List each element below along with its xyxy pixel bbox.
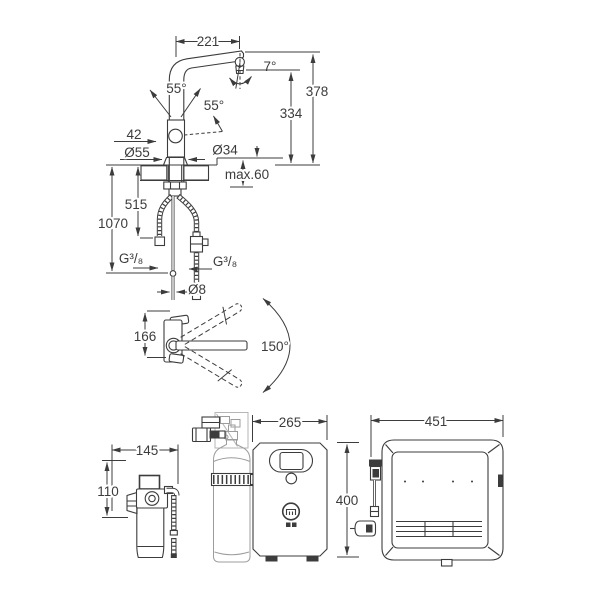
panel-dots bbox=[404, 480, 473, 483]
grohe-logo bbox=[281, 502, 301, 527]
mounting-nut bbox=[163, 181, 187, 190]
dim-body-depth: 166 bbox=[132, 310, 170, 358]
dim-label: 400 bbox=[336, 493, 359, 508]
filter-outlet-hose bbox=[163, 485, 180, 558]
dim-label: Ø55 bbox=[124, 145, 150, 160]
top-view-lever-low bbox=[168, 353, 185, 364]
dim-label: 166 bbox=[134, 329, 157, 344]
cooler-foot-right bbox=[306, 556, 319, 562]
lever-ball bbox=[168, 128, 183, 144]
dim-cooler-front-width: 265 bbox=[252, 413, 328, 442]
dim-label: 110 bbox=[97, 484, 119, 499]
co2-assembly bbox=[191, 412, 257, 563]
cooler-side-view: 451 bbox=[350, 412, 504, 567]
co2-bottle bbox=[213, 424, 251, 563]
dim-hole-diameter: Ø34 bbox=[210, 141, 260, 160]
cooler-bottom-tab bbox=[440, 558, 453, 567]
dim-lever-angle-front: 55° bbox=[149, 79, 201, 118]
power-plug bbox=[350, 520, 377, 537]
cooler-front-body bbox=[252, 442, 328, 557]
hose-manifold bbox=[168, 188, 182, 197]
dim-label: 515 bbox=[125, 197, 148, 212]
dim-label: 221 bbox=[197, 34, 220, 49]
dim-hose-515: 515 bbox=[123, 166, 153, 239]
dim-hose-1070: 1070 bbox=[96, 164, 168, 274]
faucet-spout bbox=[168, 50, 245, 184]
ventilation-grille bbox=[396, 520, 482, 538]
dim-label: 150° bbox=[261, 339, 289, 354]
fixing-pin bbox=[169, 196, 177, 300]
dim-counter-thickness: max.60 bbox=[223, 160, 271, 188]
valve-outlet-hose bbox=[191, 252, 202, 301]
dim-label: 265 bbox=[279, 415, 302, 430]
cooler-handle-grip bbox=[279, 451, 304, 471]
dim-filter-width: 145 bbox=[111, 441, 179, 511]
pressure-regulator bbox=[191, 416, 226, 443]
filter-bracket bbox=[126, 491, 138, 515]
dim-base-diameter: Ø55 bbox=[120, 143, 205, 162]
dim-cooler-height: 400 bbox=[334, 442, 360, 558]
dim-cooler-side-width: 451 bbox=[370, 412, 504, 457]
cooler-power-button bbox=[285, 472, 298, 485]
dim-label: Ø8 bbox=[188, 282, 206, 297]
dim-label: 7° bbox=[264, 59, 277, 74]
filter-view: 145 110 bbox=[95, 441, 180, 559]
dim-label: 378 bbox=[306, 84, 329, 99]
dim-thread-left: G³/₈ bbox=[117, 249, 159, 271]
cooler-side-body bbox=[381, 439, 504, 561]
filter-dial bbox=[144, 491, 160, 506]
dim-pin-diameter: Ø8 bbox=[157, 280, 208, 299]
bottle-strap bbox=[210, 472, 257, 487]
dim-label: 334 bbox=[280, 106, 303, 121]
countertop bbox=[140, 157, 283, 181]
dim-label: G³/₈ bbox=[119, 251, 143, 266]
dim-label: 55° bbox=[204, 98, 224, 113]
dim-spout-reach: 221 bbox=[175, 32, 240, 57]
wall-plate bbox=[214, 412, 249, 449]
supply-hose-left bbox=[154, 193, 174, 247]
supply-hose-right bbox=[176, 193, 200, 236]
faucet-front-view: 221 7° 378 334 55° 55° bbox=[96, 32, 330, 301]
swivel-position-down bbox=[180, 346, 243, 388]
dim-label: 55° bbox=[166, 81, 186, 96]
cooler-side-connector bbox=[498, 474, 504, 487]
dim-thread-right: G³/₈ bbox=[188, 252, 239, 272]
cooler-front-view: 265 400 bbox=[252, 413, 360, 562]
dim-label: 451 bbox=[425, 414, 448, 429]
dim-label: 145 bbox=[136, 443, 159, 458]
filter-cartridge bbox=[136, 507, 165, 559]
mounting-shank bbox=[167, 165, 183, 182]
cooler-side-panel bbox=[391, 451, 489, 549]
dim-lever-offset: 42 bbox=[114, 125, 157, 144]
dim-label: G³/₈ bbox=[213, 254, 237, 269]
swivel-position-up bbox=[180, 303, 243, 345]
top-view-spout bbox=[175, 340, 248, 351]
cooler-foot-left bbox=[265, 556, 278, 562]
power-cable bbox=[369, 459, 382, 518]
dim-lever-angle-side: 55° bbox=[183, 96, 226, 136]
dim-label: Ø34 bbox=[212, 143, 238, 158]
dim-label: 42 bbox=[126, 127, 141, 142]
dim-label: max.60 bbox=[225, 167, 269, 182]
dim-swivel-angle: 150° bbox=[259, 298, 291, 393]
dim-spout-height: 334 bbox=[246, 69, 305, 164]
dim-label: 1070 bbox=[98, 216, 128, 231]
filter-head-cap bbox=[138, 474, 161, 490]
dim-total-height: 378 bbox=[245, 51, 330, 166]
faucet-top-view: 150° 166 bbox=[132, 298, 291, 393]
angle-valve bbox=[189, 231, 209, 253]
dim-filter-head-height: 110 bbox=[95, 460, 128, 518]
